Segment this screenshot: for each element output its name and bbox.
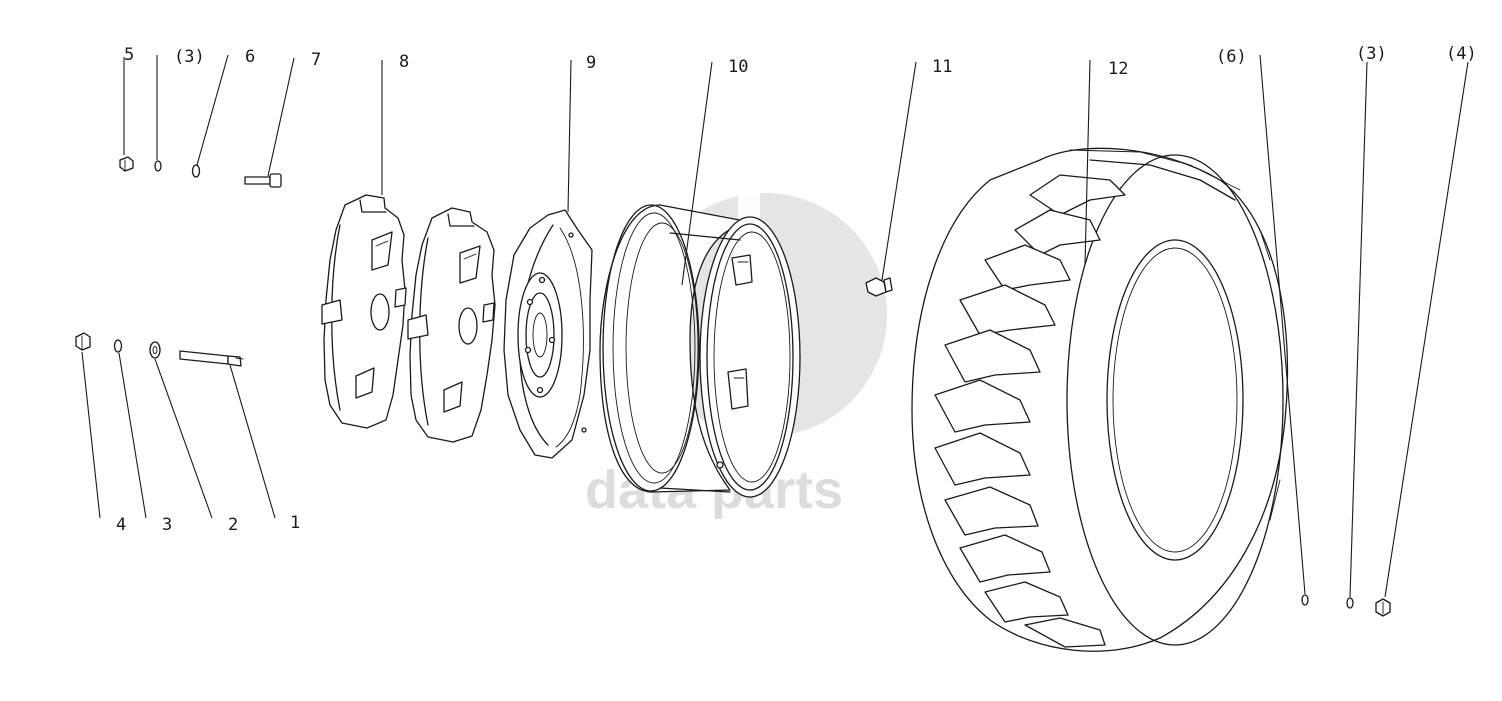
part-12-tire <box>911 147 1289 652</box>
part-1-stud <box>179 350 244 367</box>
callout-9: 9 <box>586 53 596 73</box>
callout-4: 4 <box>116 515 126 535</box>
callout-11: 11 <box>932 57 952 77</box>
callout-12: 12 <box>1108 59 1128 79</box>
callout-4-paren-right: (4) <box>1446 44 1477 64</box>
callout-3-paren-right: (3) <box>1356 44 1387 64</box>
callout-6: 6 <box>245 47 255 67</box>
callout-3-paren-top: (3) <box>174 47 205 67</box>
leader-lines <box>81 54 1469 598</box>
part-10-rim <box>599 204 801 498</box>
part-3-lockwasher-right <box>1346 597 1354 609</box>
part-7-bolt-top <box>244 173 282 188</box>
part-9-wheel-center-disc <box>503 209 593 459</box>
callout-2: 2 <box>228 515 238 535</box>
part-3-lockwasher-top <box>154 160 162 172</box>
callout-labels: 5 (3) 6 7 8 9 10 11 12 (6) (3) (4) 4 3 2… <box>116 44 1477 535</box>
part-6-washer-top <box>191 164 201 178</box>
part-6-washer-right <box>1301 594 1309 606</box>
part-4-nut-right <box>1375 598 1391 617</box>
part-4-nut-left <box>75 332 91 351</box>
callout-8: 8 <box>399 52 409 72</box>
part-3-lockwasher-left <box>113 339 123 353</box>
part-8-wheel-weight-rear <box>407 207 496 443</box>
part-8-wheel-weight-front <box>321 194 407 429</box>
part-11-valve <box>865 277 893 297</box>
callout-10: 10 <box>728 57 748 77</box>
part-2-washer-left <box>149 341 161 359</box>
callout-5: 5 <box>124 45 134 65</box>
callout-3: 3 <box>162 515 172 535</box>
part-5-nut-top <box>119 156 134 172</box>
callout-6-paren-right: (6) <box>1216 47 1247 67</box>
callout-1: 1 <box>290 513 300 533</box>
callout-7: 7 <box>311 50 321 70</box>
